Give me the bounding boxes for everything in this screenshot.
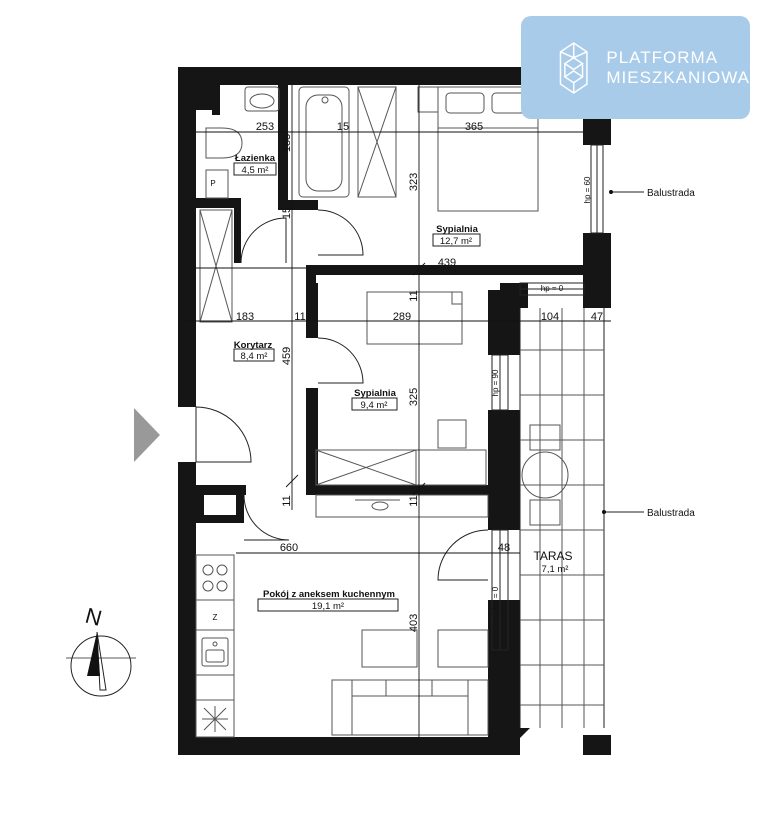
room-bedroom-mid-name: Sypialnia xyxy=(354,388,396,399)
hp90-label: hp = 90 xyxy=(491,369,500,396)
dim-365: 365 xyxy=(465,121,483,133)
hp0-top-label: hp = 0 xyxy=(541,284,564,293)
room-bedroom-top-name: Sypialnia xyxy=(436,224,478,235)
terrace xyxy=(519,308,605,728)
room-bedroom-top-area: 12,7 m² xyxy=(440,236,472,247)
dim-325: 325 xyxy=(408,388,420,406)
dim-11-a: 11 xyxy=(408,290,420,301)
room-living-area: 19,1 m² xyxy=(312,601,344,612)
bathroom-fixtures: P xyxy=(199,86,397,323)
kitchen-living-furniture: Z xyxy=(195,554,489,738)
dim-289: 289 xyxy=(393,311,411,323)
balustrade-callouts: Balustrada Balustrada xyxy=(602,188,695,519)
window-height-notes: hp = 60 hp = 0 hp = 90 hp = 0 xyxy=(491,176,592,609)
balustrade-top-label: Balustrada xyxy=(647,188,695,199)
bedroom-mid-furniture xyxy=(315,291,489,518)
dim-183: 183 xyxy=(236,311,254,323)
dim-459: 459 xyxy=(281,347,293,365)
room-labels: Łazienka 4,5 m² Sypialnia 12,7 m² Koryta… xyxy=(233,153,573,612)
room-terrace-name: TARAS xyxy=(533,549,572,563)
brand-line2: MIESZKANIOWA xyxy=(606,67,750,87)
room-corridor-area: 8,4 m² xyxy=(241,351,268,362)
compass-icon: N xyxy=(66,603,136,697)
dim-439: 439 xyxy=(438,257,456,269)
room-terrace-area: 7,1 m² xyxy=(542,564,569,575)
room-corridor-name: Korytarz xyxy=(234,340,273,351)
bedroom-top-furniture xyxy=(417,86,545,212)
dim-323: 323 xyxy=(408,173,420,191)
bath-p-label: P xyxy=(210,179,215,188)
cube-logo-icon xyxy=(559,41,588,94)
dim-104: 104 xyxy=(541,311,559,323)
windows xyxy=(491,144,604,651)
dimension-lines xyxy=(185,85,611,737)
room-living-name: Pokój z aneksem kuchennym xyxy=(263,589,395,600)
hp60-label: hp = 60 xyxy=(583,176,592,203)
brand-line1: PLATFORMA xyxy=(606,47,719,67)
kitchen-z-label: Z xyxy=(213,613,218,622)
walls xyxy=(178,67,611,755)
dim-15-top: 15 xyxy=(337,121,349,133)
doors xyxy=(195,209,489,581)
balustrade-mid-label: Balustrada xyxy=(647,508,695,519)
brand-logo: PLATFORMA MIESZKANIOWA xyxy=(521,16,750,119)
terrace-tiles xyxy=(520,308,604,728)
dim-15-mid: 15 xyxy=(281,207,293,219)
dim-403: 403 xyxy=(408,614,420,632)
dimension-labels: 253 185 15 365 323 15 439 11 183 11 289 … xyxy=(236,121,603,632)
room-bathroom-name: Łazienka xyxy=(235,153,276,164)
room-bathroom-area: 4,5 m² xyxy=(242,165,269,176)
dim-660: 660 xyxy=(280,542,298,554)
dim-11-c: 11 xyxy=(281,495,293,506)
dim-253: 253 xyxy=(256,121,274,133)
dim-48: 48 xyxy=(498,542,510,554)
dim-11-b: 11 xyxy=(294,311,305,323)
room-bedroom-mid-area: 9,4 m² xyxy=(361,400,388,411)
dim-11-d: 11 xyxy=(408,495,420,506)
hp0-bottom-label: hp = 0 xyxy=(491,586,500,609)
north-label: N xyxy=(83,603,105,631)
dim-47: 47 xyxy=(591,311,603,323)
dim-185: 185 xyxy=(281,134,293,152)
entrance-arrow xyxy=(134,408,160,462)
